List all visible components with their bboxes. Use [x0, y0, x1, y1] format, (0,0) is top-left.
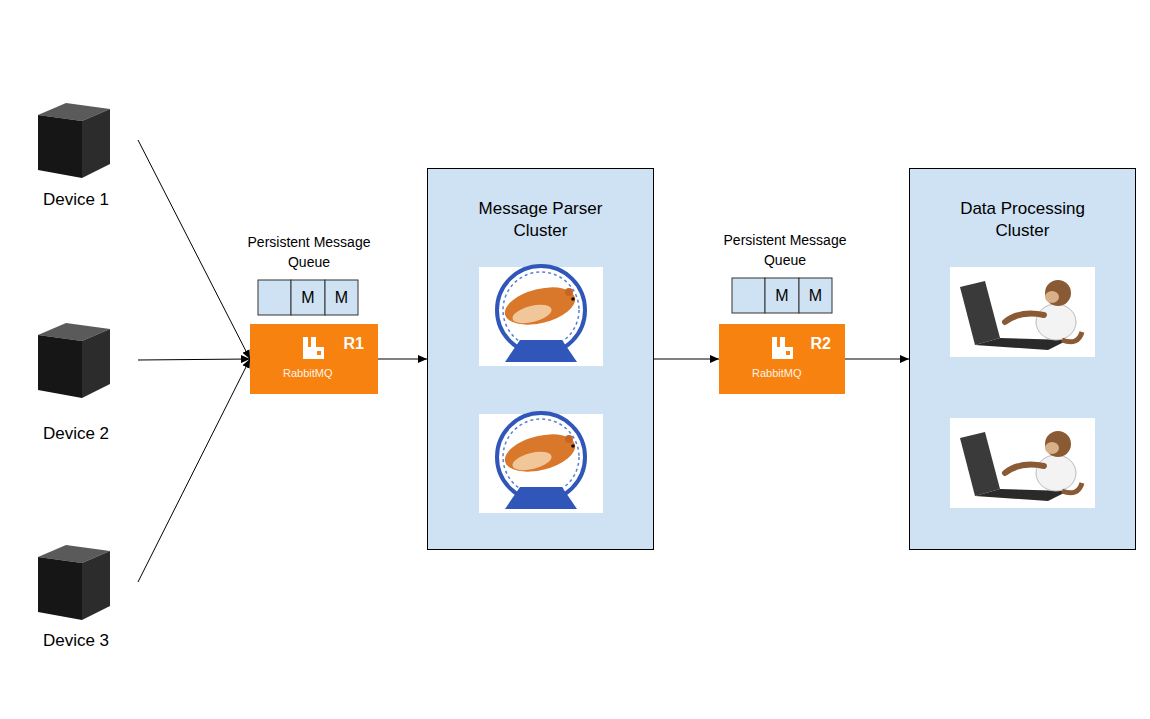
flow-arrow: [138, 359, 250, 582]
cube-front: [38, 335, 82, 398]
device-cube: [38, 323, 110, 398]
message-queue: [732, 278, 832, 313]
queue-id: R1: [250, 334, 378, 354]
device-node: Device 3: [14, 541, 138, 655]
cube-front: [38, 115, 82, 178]
cluster-title: Message Parser Cluster: [461, 198, 621, 242]
device-node: Device 2: [14, 319, 138, 444]
flow-arrow: [138, 359, 250, 360]
cube-front: [38, 557, 82, 620]
queue-cell: [765, 278, 799, 313]
device-node: Device 1: [14, 99, 138, 213]
queue-cell: [258, 280, 291, 315]
queue-cell: [325, 280, 358, 315]
message-queue: [258, 280, 358, 315]
cluster-box: Data Processing Cluster: [909, 168, 1136, 550]
cube-side: [82, 109, 110, 178]
cube-top: [38, 545, 110, 563]
queue-message: M: [765, 278, 799, 313]
rabbitmq-box: R2RabbitMQ: [719, 324, 845, 394]
cube-top: [38, 103, 110, 121]
cube-side: [82, 329, 110, 398]
device-label: Device 3: [14, 631, 138, 651]
device-cube: [38, 545, 110, 620]
logo-text: RabbitMQ: [250, 366, 378, 380]
flow-arrow: [845, 359, 909, 360]
queue-cell: [732, 278, 765, 313]
flow-arrow: [138, 140, 250, 359]
cluster-box: Message Parser Cluster: [427, 168, 654, 550]
device-cube: [38, 103, 110, 178]
queue-label: Persistent Message Queue: [715, 230, 855, 270]
queue-id: R2: [719, 334, 845, 354]
logo-text: RabbitMQ: [719, 366, 845, 380]
cluster-title: Data Processing Cluster: [943, 198, 1103, 242]
queue-message: M: [325, 280, 358, 315]
queue-message: M: [799, 278, 832, 313]
queue-cell: [799, 278, 832, 313]
queue-message: M: [291, 280, 325, 315]
rabbitmq-box: R1RabbitMQ: [250, 324, 378, 394]
queue-cell: [291, 280, 325, 315]
device-label: Device 1: [14, 190, 138, 210]
cube-side: [82, 551, 110, 620]
device-label: Device 2: [14, 424, 138, 444]
cube-top: [38, 323, 110, 341]
flow-arrow: [378, 359, 427, 360]
flow-arrow: [654, 359, 719, 360]
queue-label: Persistent Message Queue: [239, 232, 379, 272]
